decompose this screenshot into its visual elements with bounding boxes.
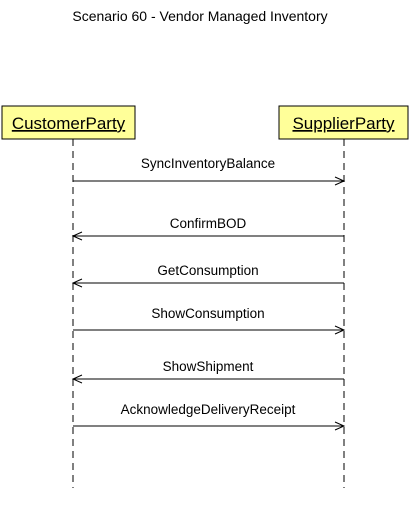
message-sync-inventory-balance: SyncInventoryBalance bbox=[73, 156, 346, 186]
arrowhead-left-icon bbox=[71, 278, 83, 288]
message-get-consumption: GetConsumption bbox=[71, 263, 344, 288]
lifeline-supplier-party-box bbox=[278, 105, 409, 140]
arrowhead-right-icon bbox=[334, 325, 346, 335]
lifeline-supplier-party-label: SupplierParty bbox=[292, 114, 395, 133]
lifeline-supplier-party: SupplierParty bbox=[278, 105, 409, 488]
message-acknowledge-delivery-receipt: AcknowledgeDeliveryReceipt bbox=[73, 402, 346, 431]
message-show-consumption: ShowConsumption bbox=[73, 306, 346, 335]
message-label: ShowShipment bbox=[163, 359, 254, 374]
message-confirm-bod: ConfirmBOD bbox=[71, 216, 344, 241]
lifeline-customer-party-box bbox=[1, 105, 136, 140]
message-label: ConfirmBOD bbox=[170, 216, 247, 231]
arrowhead-left-icon bbox=[71, 374, 83, 384]
arrowhead-left-icon bbox=[71, 231, 83, 241]
lifeline-customer-party-label: CustomerParty bbox=[12, 114, 126, 133]
diagram-title: Scenario 60 - Vendor Managed Inventory bbox=[72, 8, 327, 24]
lifeline-customer-party: CustomerParty bbox=[1, 105, 136, 488]
arrowhead-right-icon bbox=[334, 421, 346, 431]
message-label: GetConsumption bbox=[157, 263, 258, 278]
message-label: ShowConsumption bbox=[151, 306, 264, 321]
message-label: SyncInventoryBalance bbox=[141, 156, 275, 171]
message-show-shipment: ShowShipment bbox=[71, 359, 344, 384]
message-label: AcknowledgeDeliveryReceipt bbox=[121, 402, 296, 417]
arrowhead-right-icon bbox=[334, 176, 346, 186]
